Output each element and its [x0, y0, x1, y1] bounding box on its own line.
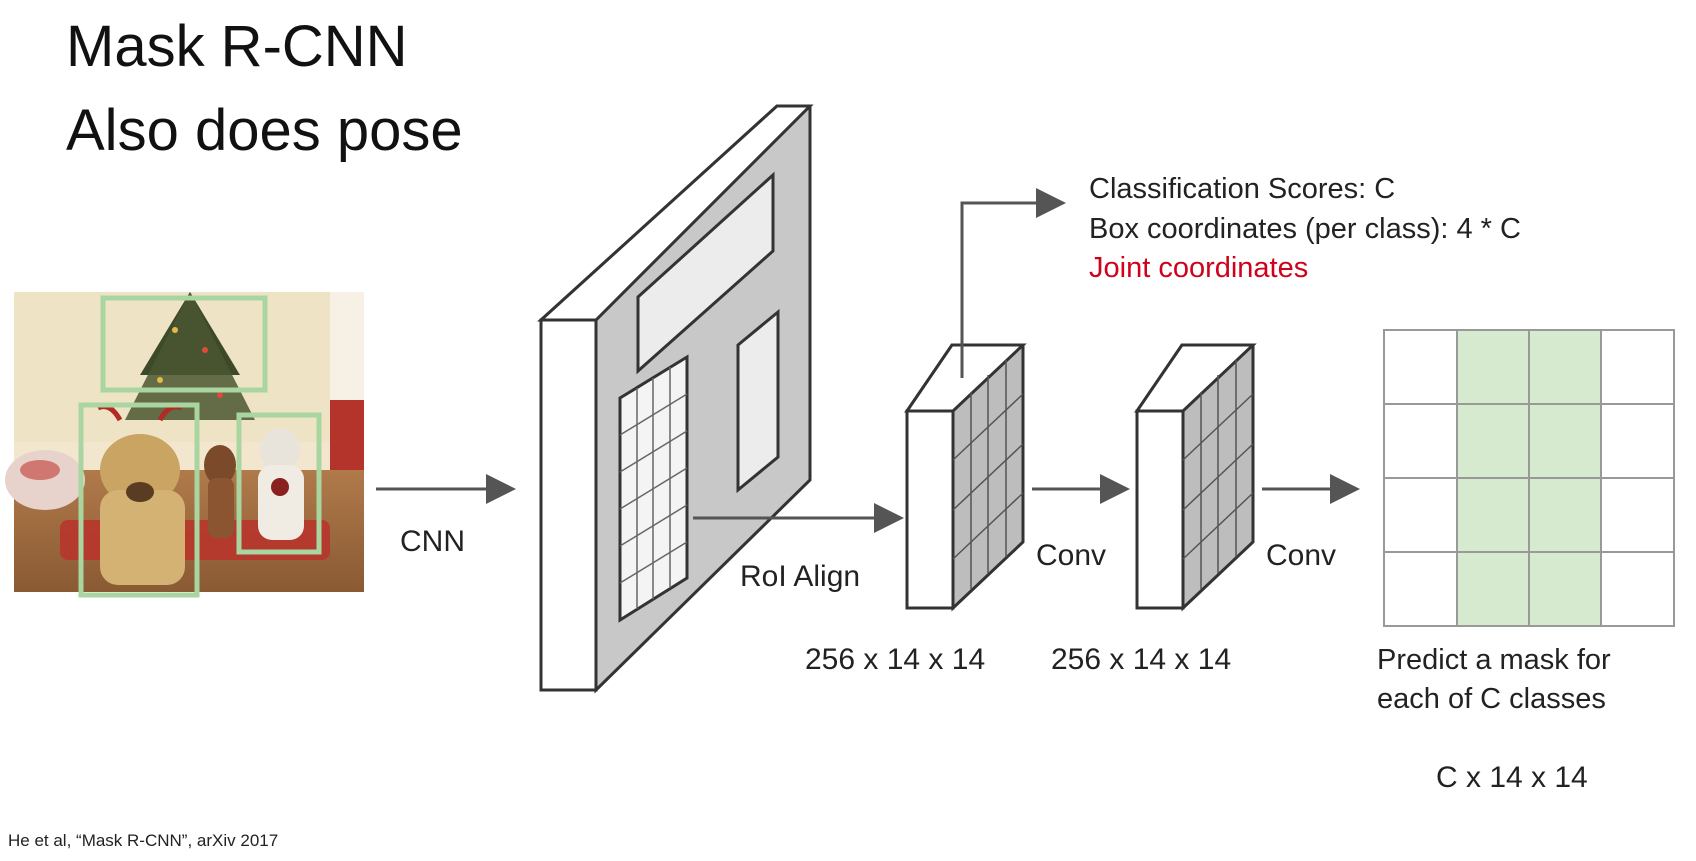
- feature-block-1: [904, 343, 1027, 612]
- dims-label-2: 256 x 14 x 14: [1051, 643, 1231, 676]
- title-line-1: Mask R-CNN: [66, 14, 408, 79]
- conv2-label: Conv: [1266, 539, 1336, 572]
- joint-coordinates-text: Joint coordinates: [1089, 252, 1308, 284]
- detection-box-tree: [100, 295, 268, 393]
- detection-box-dog: [78, 402, 200, 598]
- cnn-label: CNN: [400, 525, 465, 558]
- proposal-top: [636, 171, 775, 375]
- mask-grid: [1383, 329, 1675, 627]
- cat-shape: [260, 428, 300, 472]
- proposal-right: [736, 308, 780, 494]
- input-image: [5, 292, 364, 598]
- title-line-2: Also does pose: [66, 98, 463, 163]
- box-coordinates-text: Box coordinates (per class): 4 * C: [1089, 213, 1521, 245]
- roi-align-label: RoI Align: [740, 560, 860, 593]
- conv1-label: Conv: [1036, 539, 1106, 572]
- detection-box-cat: [236, 412, 322, 555]
- feature-block-2: [1134, 343, 1257, 612]
- arrow-classification-branch: [960, 188, 1066, 378]
- roi-grid: [618, 354, 689, 623]
- mask-caption-line-1: Predict a mask for: [1377, 644, 1611, 676]
- classification-scores-text: Classification Scores: C: [1089, 173, 1395, 205]
- citation: He et al, “Mask R-CNN”, arXiv 2017: [8, 831, 278, 850]
- mask-caption-line-2: each of C classes: [1377, 683, 1606, 715]
- feature-map-block: [537, 104, 814, 694]
- dog-shape: [100, 434, 180, 506]
- mask-dims-label: C x 14 x 14: [1436, 761, 1588, 794]
- dims-label-1: 256 x 14 x 14: [805, 643, 985, 676]
